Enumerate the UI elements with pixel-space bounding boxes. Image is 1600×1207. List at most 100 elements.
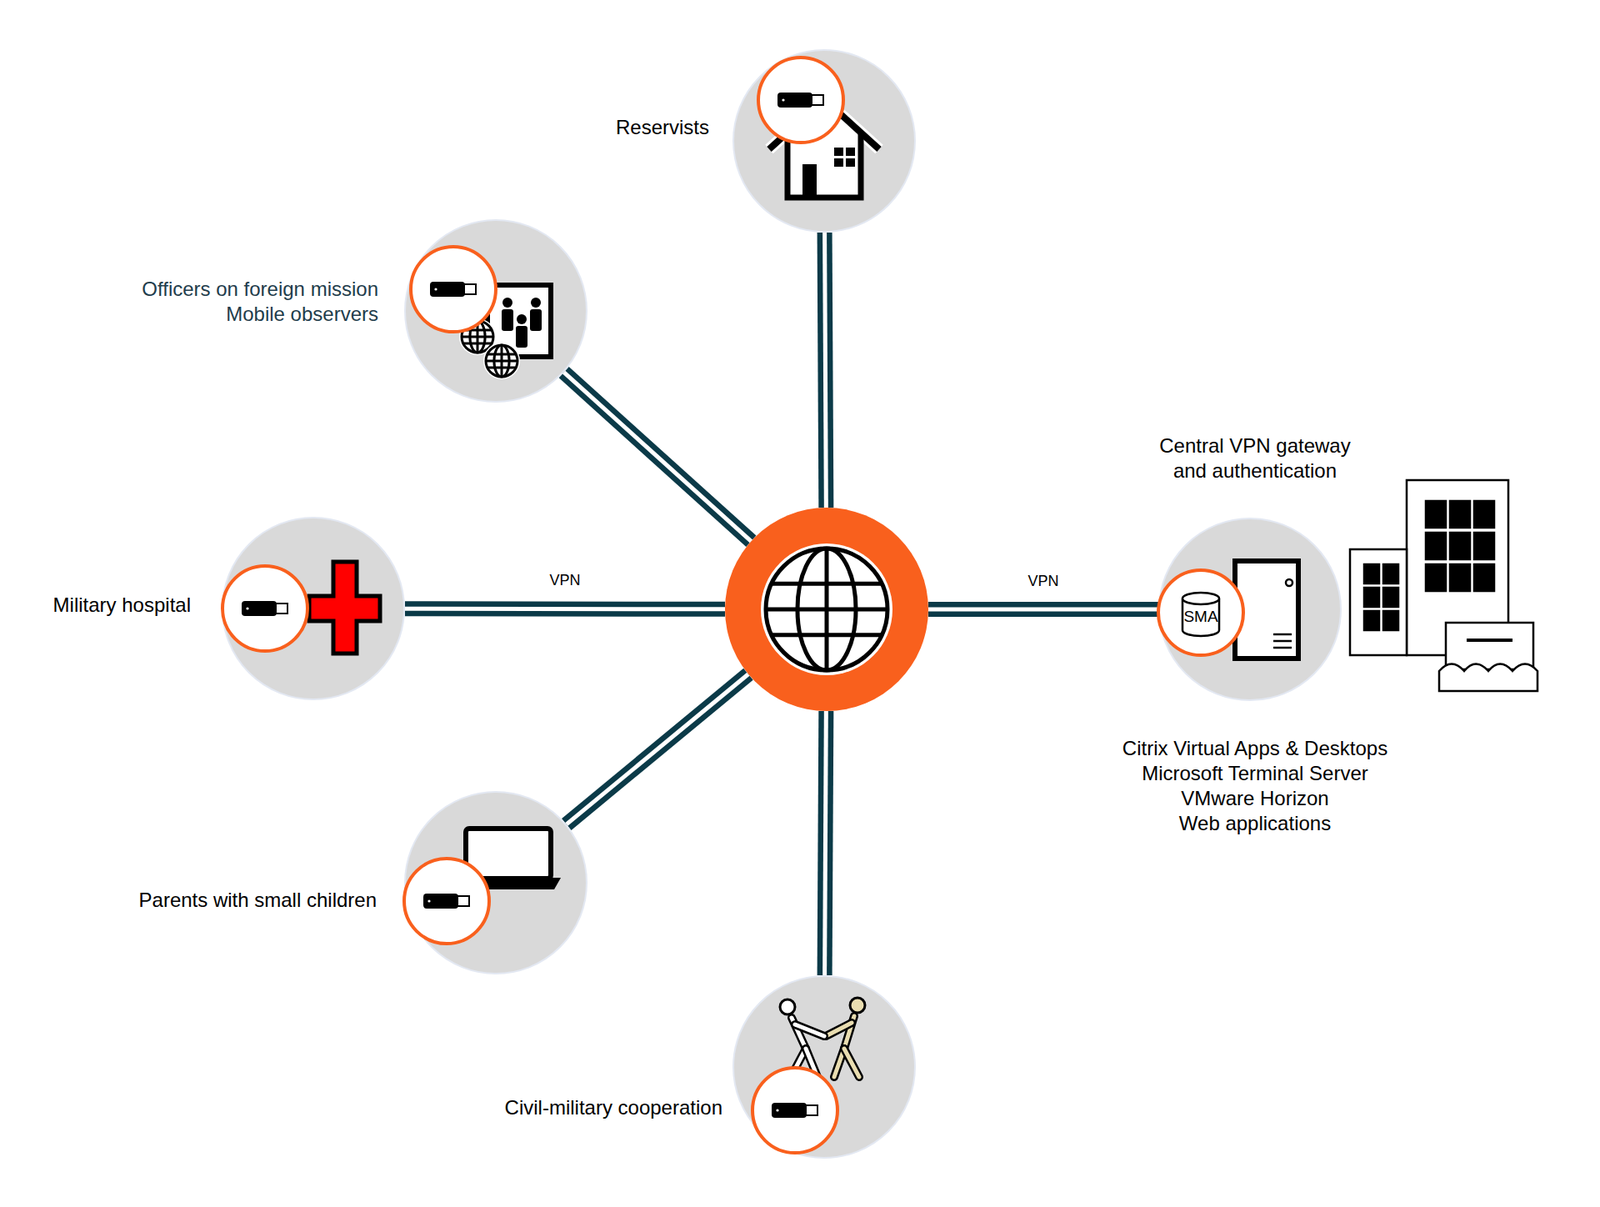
globe-icon-part — [485, 360, 518, 363]
person-figure-part — [501, 309, 514, 331]
red-cross-icon-part — [309, 561, 380, 654]
person-figure-part — [530, 297, 541, 308]
usb-token-badge-part — [775, 1108, 779, 1111]
usb-token-badge — [752, 1067, 838, 1153]
usb-token-badge-part — [771, 1102, 807, 1118]
server-icon-part — [1273, 633, 1292, 636]
person-figure-part — [516, 314, 527, 325]
node-label: Officers on foreign mission — [61, 277, 379, 301]
globe-icon-part — [761, 544, 892, 675]
stick-figure-part — [795, 1024, 825, 1036]
usb-token-badge-part — [434, 287, 437, 290]
connector-outer — [564, 372, 752, 542]
server-icon-part — [1273, 640, 1292, 643]
usb-token-badge-part — [245, 606, 249, 610]
server-icon-part — [1273, 646, 1292, 650]
node-shape — [221, 516, 405, 700]
node-shape — [404, 219, 588, 403]
parents-node: Parents with small children — [404, 790, 588, 975]
hub-circle — [725, 507, 929, 711]
node-label: Citrix Virtual Apps & Desktops — [1080, 736, 1430, 760]
house-icon-part — [834, 147, 855, 167]
tall-building-part — [1474, 500, 1495, 528]
person-figure-part — [530, 309, 542, 331]
node-label: Web applications — [1080, 811, 1430, 835]
tall-building-part — [1425, 532, 1446, 560]
usb-token-badge-part — [781, 98, 785, 101]
double-line-connector — [566, 674, 749, 825]
globe-icon-part — [483, 342, 520, 380]
usb-token-badge-part — [457, 895, 470, 906]
usb-token-badge-part — [430, 281, 465, 297]
globe-icon — [483, 342, 520, 380]
front-pavilion-part — [1439, 664, 1538, 692]
front-pavilion-part — [1466, 638, 1513, 642]
edge-label: VPN — [976, 571, 1110, 590]
stick-figure-part — [825, 1022, 852, 1036]
globe-icon-part — [487, 353, 516, 356]
connector-gap — [928, 607, 1159, 612]
usb-token-badge-part — [410, 246, 496, 332]
gateway-node: Central VPN gateway and authenticationCi… — [1158, 517, 1342, 701]
globe-icon-part — [765, 607, 888, 612]
grey-circle — [733, 975, 915, 1158]
double-line-connector — [825, 232, 827, 508]
person-figure — [515, 314, 528, 348]
usb-token-badge-part — [423, 893, 459, 909]
person-figure — [501, 297, 514, 331]
stick-figure-part — [795, 1024, 825, 1036]
connector-gap — [825, 710, 827, 975]
globe-icon-part — [487, 365, 516, 369]
tall-building-part — [1474, 564, 1495, 591]
tall-building-part — [1450, 532, 1470, 560]
grey-circle — [405, 791, 587, 974]
globe-icon-part — [463, 341, 492, 345]
usb-token-badge-part — [752, 1067, 838, 1153]
low-building-part — [1364, 564, 1380, 584]
handshake-icon — [780, 997, 865, 1077]
node-label: Civil-military cooperation — [405, 1095, 723, 1120]
node-label: Mobile observers — [61, 302, 379, 326]
usb-token-badge-part — [241, 600, 277, 616]
connector-gap — [566, 674, 749, 825]
usb-token-badge-part — [404, 858, 490, 944]
tall-building-part — [1474, 532, 1495, 560]
connector-outer — [825, 710, 827, 975]
sma-node: SMA — [1156, 568, 1245, 657]
foreign-mission-node: Officers on foreign missionMobile observ… — [404, 219, 588, 403]
globe-icon — [761, 544, 892, 675]
house-icon-part — [834, 155, 855, 159]
stick-figure-part — [780, 999, 795, 1015]
stick-figure-part — [844, 1048, 860, 1077]
usb-token-badge-part — [275, 603, 288, 614]
node-label: Microsoft Terminal Server — [1080, 761, 1430, 785]
tall-building-part — [1425, 564, 1446, 591]
node-shape — [404, 790, 588, 975]
usb-token-badge-part — [222, 565, 308, 651]
person-figure — [530, 297, 542, 331]
globe-icon-part — [765, 548, 888, 670]
node-label: Parents with small children — [60, 888, 377, 912]
civil-military-node: Civil-military cooperation — [732, 975, 916, 1159]
stick-figure-part — [825, 1022, 852, 1036]
low-building — [1350, 549, 1407, 655]
grey-circle — [405, 220, 587, 402]
low-building-part — [1350, 549, 1407, 655]
usb-token-badge-part — [427, 899, 430, 902]
edge-label: VPN — [498, 570, 632, 590]
usb-token-badge-part — [758, 57, 844, 143]
usb-token-badge — [222, 565, 308, 651]
connector-outer — [566, 674, 749, 825]
usb-token-badge — [758, 57, 844, 143]
double-line-connector — [564, 372, 752, 542]
connector-outer — [928, 601, 1159, 617]
usb-token-badge — [404, 858, 490, 944]
node-label: VMware Horizon — [1080, 786, 1430, 810]
low-building-part — [1364, 587, 1380, 607]
front-pavilion — [1439, 622, 1538, 691]
red-cross-icon — [309, 561, 380, 654]
double-line-connector — [405, 608, 725, 610]
node-label: Reservists — [459, 115, 710, 140]
connector-gap — [825, 232, 827, 508]
